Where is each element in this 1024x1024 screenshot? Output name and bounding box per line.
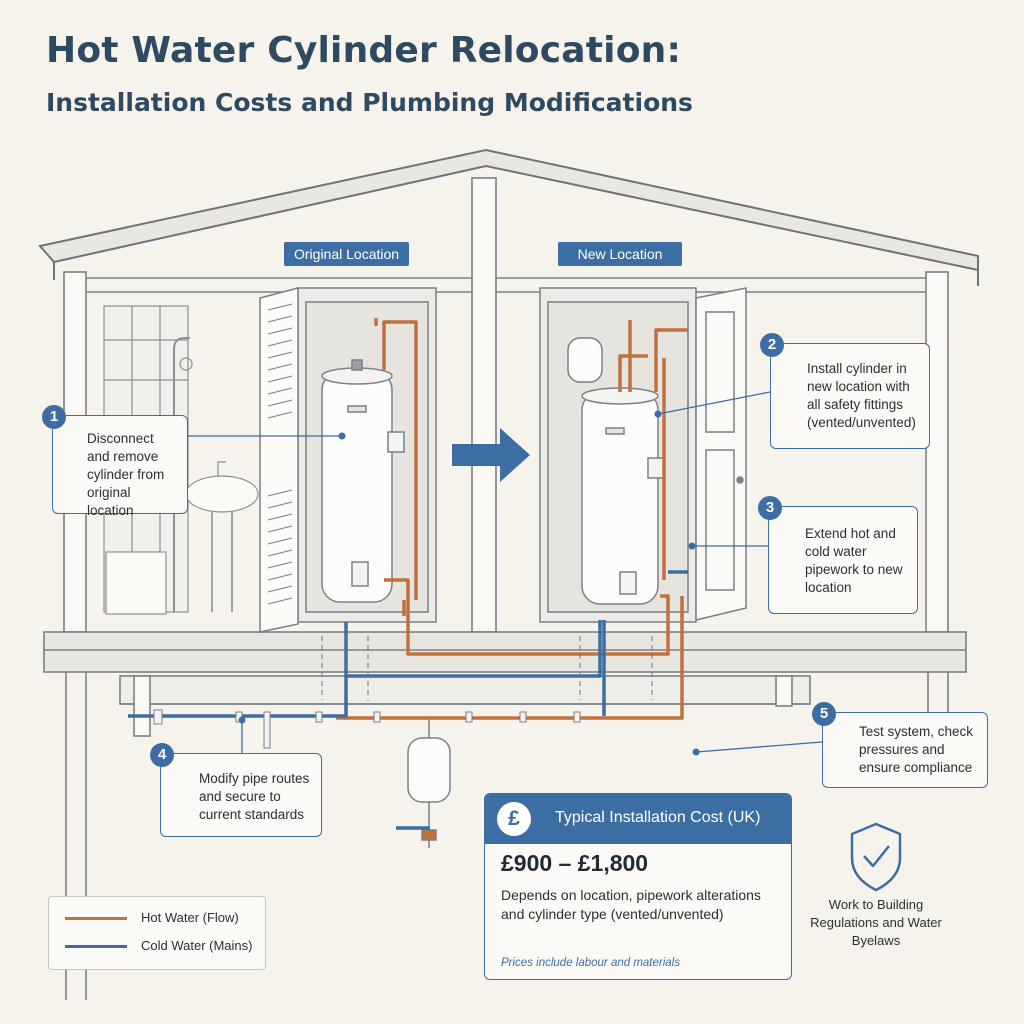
pound-icon: £ (497, 802, 531, 836)
legend-cold: Cold Water (Mains) (65, 938, 252, 953)
step-4-number: 4 (150, 743, 174, 767)
expansion-vessel (407, 718, 451, 848)
step-2-callout: 2 Install cylinder in new location with … (760, 333, 930, 449)
shield-check-icon (850, 822, 902, 892)
cold-water-swatch (65, 945, 127, 949)
pipe-brackets (153, 709, 581, 749)
callout-leaders (188, 391, 823, 754)
step-5-callout: 5 Test system, check pressures and ensur… (812, 702, 988, 788)
original-location-label: Original Location (284, 242, 410, 266)
step-3-callout: 3 Extend hot and cold water pipework to … (758, 496, 918, 614)
step-1-number: 1 (42, 405, 66, 429)
page-subtitle: Installation Costs and Plumbing Modifica… (46, 88, 693, 117)
callout-dots (238, 410, 700, 756)
routing-guides (321, 636, 653, 700)
step-1-text: Disconnect and remove cylinder from orig… (87, 431, 165, 518)
cold-water-pipes (128, 570, 688, 830)
cost-description: Depends on location, pipework alteration… (501, 887, 761, 922)
step-4-callout: 4 Modify pipe routes and secure to curre… (150, 743, 322, 837)
step-1-callout: 1 Disconnect and remove cylinder from or… (42, 405, 188, 518)
hot-water-swatch (65, 917, 127, 921)
new-cylinder (567, 337, 665, 605)
cost-panel-header: £ Typical Installation Cost (UK) (485, 794, 791, 844)
step-5-text: Test system, check pressures and ensure … (859, 724, 974, 775)
step-3-number: 3 (758, 496, 782, 520)
legend-hot: Hot Water (Flow) (65, 910, 239, 925)
hot-water-pipes (336, 318, 688, 720)
page-title: Hot Water Cylinder Relocation: (46, 30, 682, 71)
legend-cold-label: Cold Water (Mains) (141, 938, 253, 953)
new-location-label: New Location (558, 242, 682, 266)
pipe-legend: Hot Water (Flow) Cold Water (Mains) (48, 896, 266, 970)
cost-note: Prices include labour and materials (501, 957, 680, 969)
relocation-arrow (452, 428, 530, 482)
step-5-number: 5 (812, 702, 836, 726)
cost-panel-title: Typical Installation Cost (UK) (555, 809, 761, 826)
original-cylinder (321, 359, 405, 603)
step-2-number: 2 (760, 333, 784, 357)
installation-cost-panel: £ Typical Installation Cost (UK) £900 – … (484, 793, 792, 980)
cost-range: £900 – £1,800 (501, 850, 649, 876)
roof (38, 148, 979, 286)
step-4-text: Modify pipe routes and secure to current… (199, 771, 310, 822)
step-3-text: Extend hot and cold water pipework to ne… (805, 526, 903, 595)
legend-hot-label: Hot Water (Flow) (141, 910, 239, 925)
step-2-text: Install cylinder in new location with al… (807, 361, 916, 430)
compliance-note: Work to Building Regulations and Water B… (810, 897, 942, 948)
